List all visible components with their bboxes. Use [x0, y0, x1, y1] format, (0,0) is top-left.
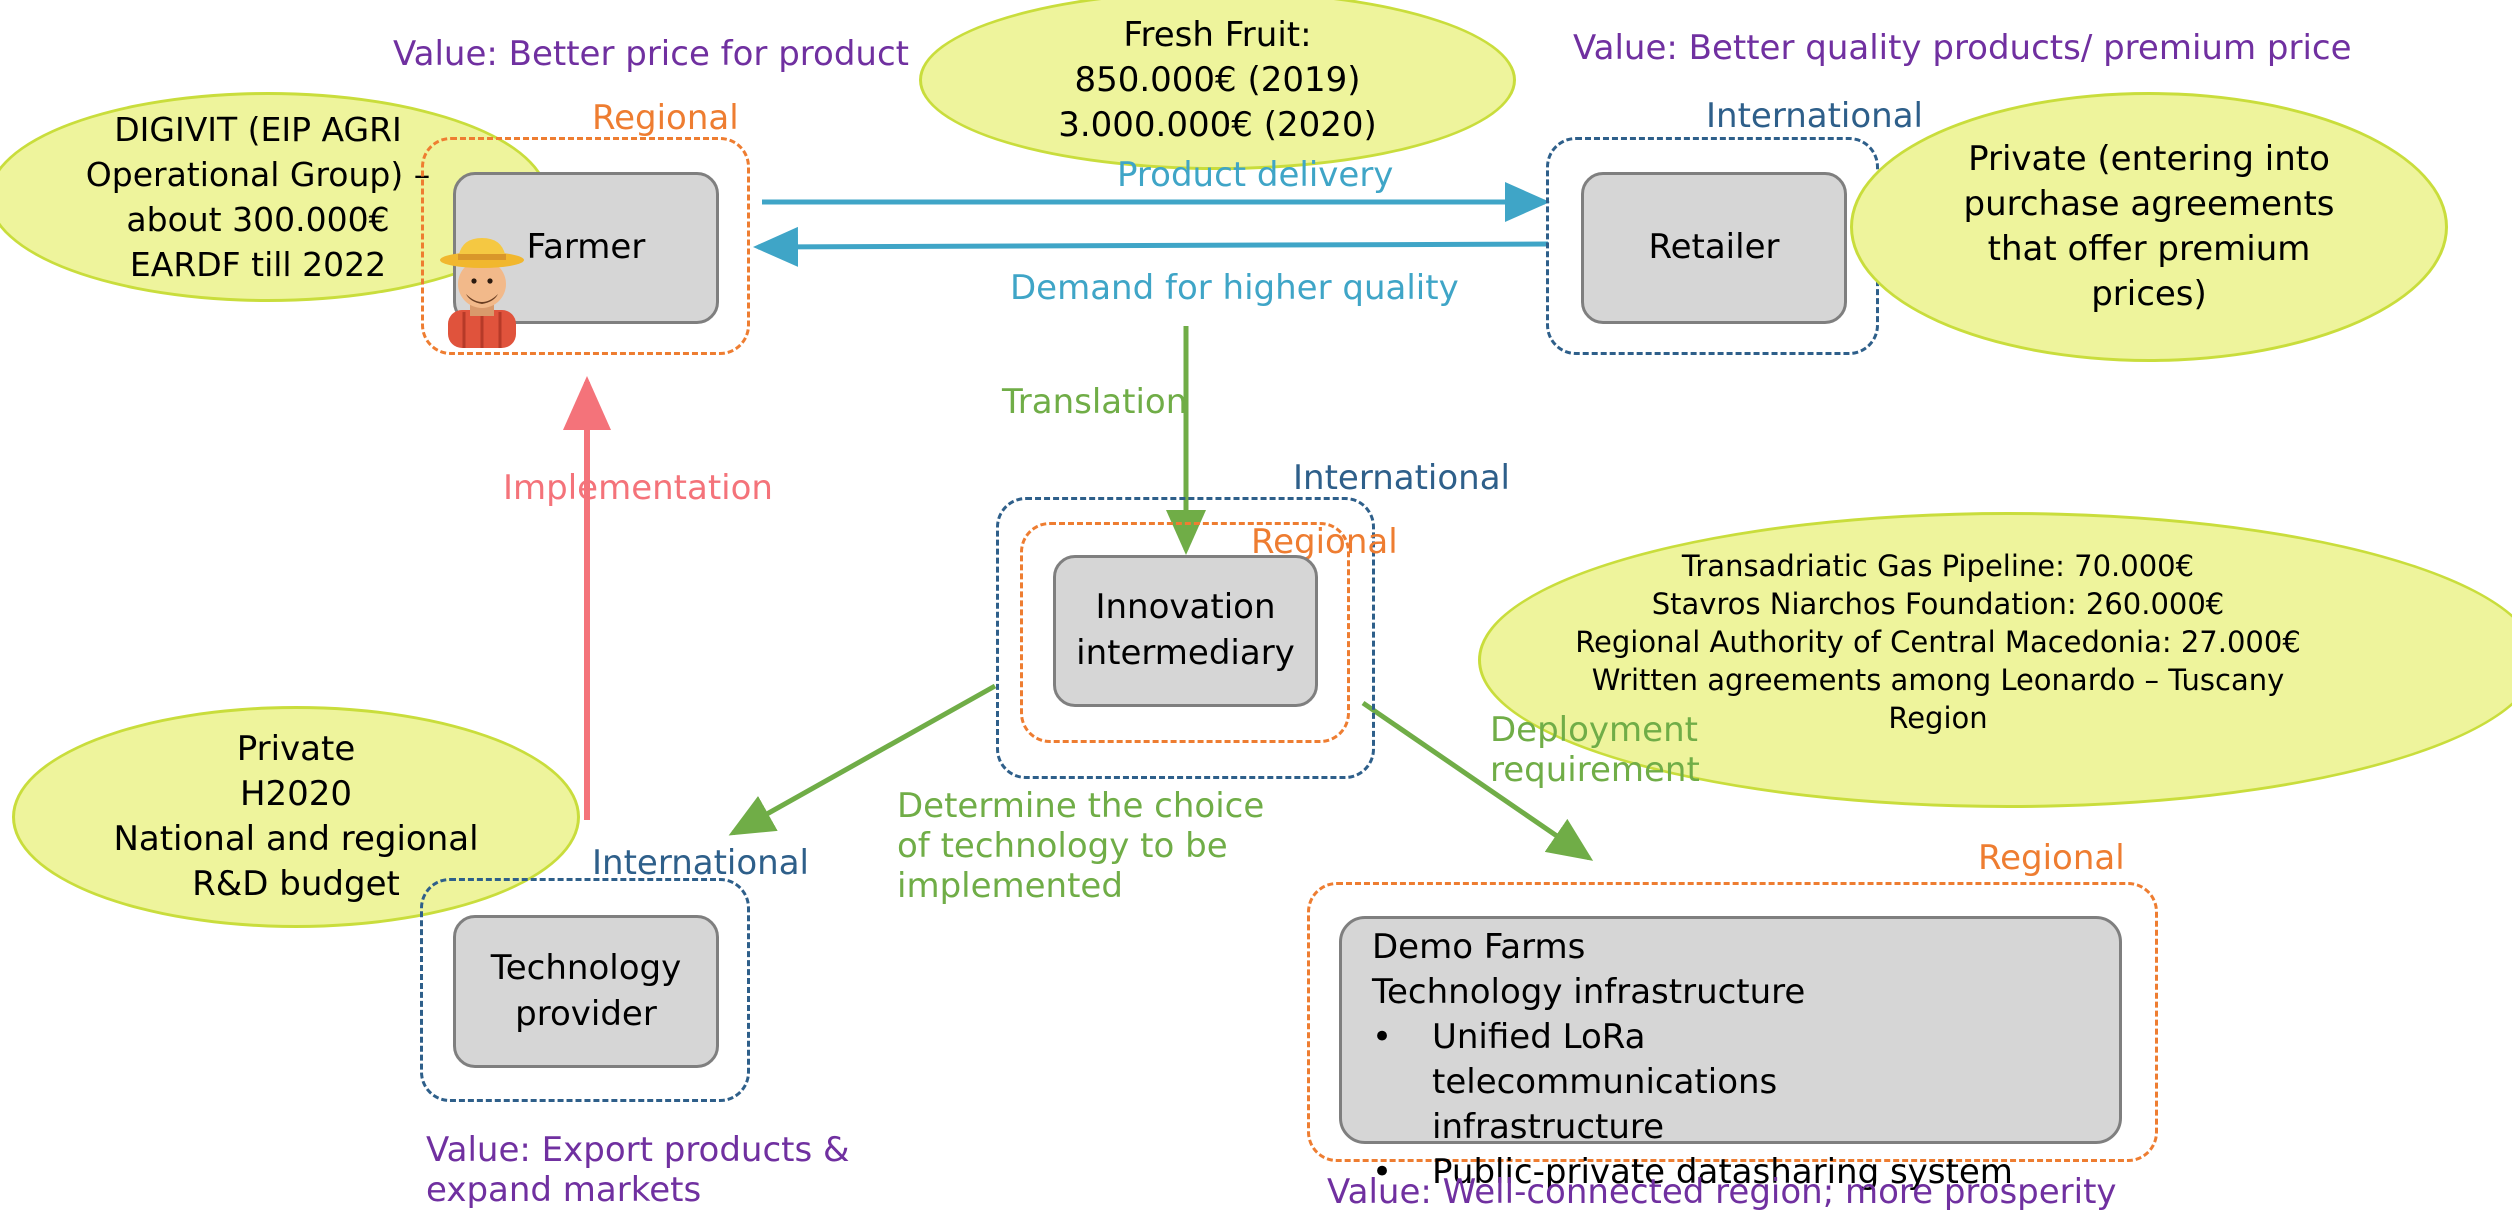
farmer-scope-label: Regional: [592, 98, 739, 138]
translation-label: Translation: [1002, 382, 1188, 422]
innovation-intermediary-label: Innovation intermediary: [1076, 587, 1295, 673]
deployment-label: Deployment requirement: [1490, 710, 1700, 790]
demo-farms-value-label: Value: Well-connected region; more prosp…: [1327, 1172, 2117, 1212]
demand-arrow: [753, 226, 1549, 267]
regional-funding-text: Transadriatic Gas Pipeline: 70.000€ Stav…: [1575, 549, 2301, 735]
implementation-label: Implementation: [503, 468, 773, 508]
demo-farms-title: Demo Farms: [1372, 927, 1586, 967]
farmer-avatar-icon: [440, 238, 524, 348]
demand-label: Demand for higher quality: [1010, 268, 1459, 308]
technology-provider-node[interactable]: Technology provider: [453, 915, 719, 1068]
farmer-value-label: Value: Better price for product: [393, 34, 909, 74]
demo-farms-bullet-item: Public-private datasharing system: [1372, 1150, 2089, 1195]
technology-provider-label: Technology provider: [490, 947, 682, 1034]
deployment-arrow: [1361, 700, 1594, 861]
intermediary-outer-scope-label: International: [1293, 458, 1510, 498]
demo-farms-node[interactable]: Demo Farms Technology infrastructure Uni…: [1339, 916, 2122, 1195]
demo-farms-subtitle: Technology infrastructure: [1372, 972, 1806, 1012]
intermediary-international-boundary: [996, 497, 1375, 779]
regional-funding-ellipse: Transadriatic Gas Pipeline: 70.000€ Stav…: [1478, 512, 2512, 808]
retailer-funding-ellipse: Private (entering into purchase agreemen…: [1850, 92, 2448, 362]
demo-farms-bullet-item: Unified LoRa telecommunications infrastr…: [1372, 1015, 1992, 1150]
determine-choice-arrow: [728, 683, 997, 836]
retailer-node-label: Retailer: [1648, 227, 1780, 268]
retailer-funding-text: Private (entering into purchase agreemen…: [1963, 139, 2335, 314]
retailer-value-label: Value: Better quality products/ premium …: [1573, 28, 2352, 68]
farmer-regional-boundary: [421, 137, 750, 355]
intermediary-regional-boundary: [1020, 522, 1350, 743]
farmer-node-label: Farmer: [526, 227, 646, 268]
tech-provider-value-label: Value: Export products & expand markets: [426, 1130, 850, 1210]
demo-farms-scope-label: Regional: [1978, 838, 2125, 878]
retailer-scope-label: International: [1706, 96, 1923, 136]
determine-choice-label: Determine the choice of technology to be…: [897, 786, 1265, 906]
fresh-fruit-funding-ellipse: Fresh Fruit: 850.000€ (2019) 3.000.000€ …: [919, 0, 1516, 170]
retailer-node[interactable]: Retailer: [1581, 172, 1847, 324]
tech-provider-scope-label: International: [592, 843, 809, 883]
product-delivery-label: Product delivery: [1117, 155, 1394, 195]
tech-provider-international-boundary: [420, 878, 750, 1102]
innovation-intermediary-node[interactable]: Innovation intermediary: [1053, 555, 1318, 707]
fresh-fruit-funding-text: Fresh Fruit: 850.000€ (2019) 3.000.000€ …: [1058, 14, 1377, 145]
digivit-funding-text: DIGIVIT (EIP AGRI Operational Group) – a…: [85, 110, 431, 284]
demo-farms-bullet-list: Unified LoRa telecommunications infrastr…: [1372, 1015, 2089, 1195]
tech-provider-funding-ellipse: Private H2020 National and regional R&D …: [12, 706, 580, 928]
tech-provider-funding-text: Private H2020 National and regional R&D …: [113, 729, 479, 904]
